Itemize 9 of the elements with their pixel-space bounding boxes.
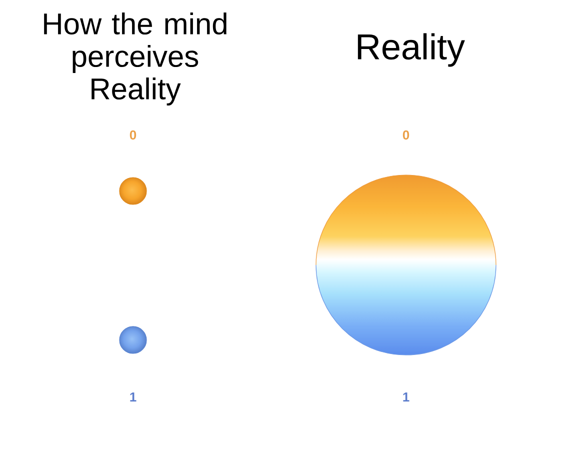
scale-number: 0: [402, 130, 410, 140]
scale-number: 1: [130, 392, 136, 402]
dot: [119, 326, 147, 354]
sphere: [316, 174, 496, 356]
scale-number: 1: [403, 392, 410, 402]
scale-number: 0: [130, 130, 136, 140]
column-heading: How the mind perceives Reality: [44, 12, 226, 106]
column-heading: Reality: [358, 33, 465, 67]
dot: [119, 177, 147, 205]
